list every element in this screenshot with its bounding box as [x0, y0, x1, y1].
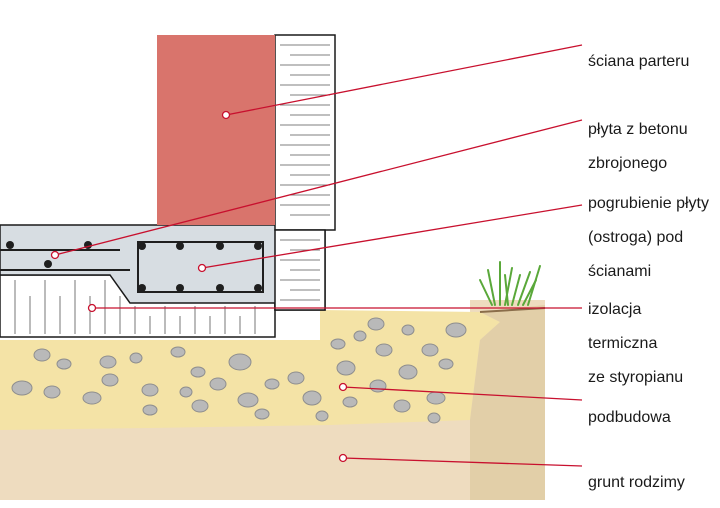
label-insulation: izolacja termiczna ze styropianu: [588, 301, 684, 386]
gravel-pebbles: [11, 317, 467, 424]
label-slab: płyta z betonu zbrojonego: [588, 121, 688, 172]
label-subbase: podbudowa: [588, 409, 671, 426]
subbase-layer: [0, 310, 500, 430]
label-native-soil: grunt rodzimy: [588, 474, 685, 491]
label-thickening: pogrubienie płyty (ostroga) pod ścianami: [588, 195, 709, 280]
grass-tuft: [479, 261, 541, 306]
label-wall: ściana parteru: [588, 53, 690, 70]
native-soil-layer: [0, 300, 545, 500]
wall-insulation: [274, 34, 336, 311]
leader-lines: [50, 44, 583, 467]
ground-surface-line: [479, 307, 546, 313]
rebar-cage: [0, 241, 264, 293]
ground-floor-wall: [157, 35, 275, 225]
soil-surface: [470, 305, 545, 500]
